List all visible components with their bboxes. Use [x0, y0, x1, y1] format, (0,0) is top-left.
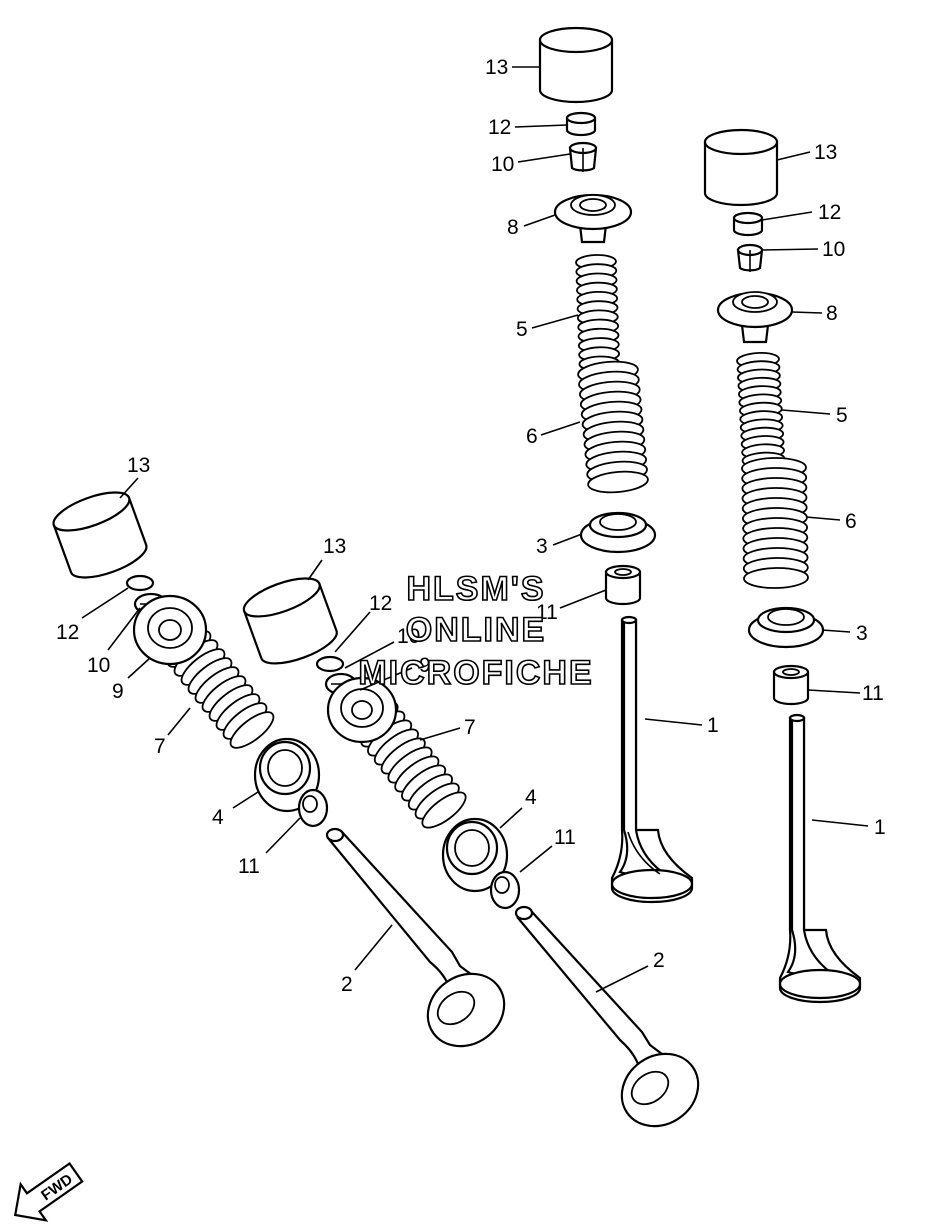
inner-spring-b — [736, 352, 786, 476]
valve-lifter-b — [703, 128, 779, 207]
stem-seal-d — [489, 870, 521, 910]
callout-c-9: 9 — [112, 680, 124, 703]
callout-b-6: 6 — [845, 510, 857, 533]
callout-b-10: 10 — [822, 238, 845, 261]
callout-d-11: 11 — [554, 826, 576, 849]
valve-pad-b — [732, 211, 764, 237]
callout-b-1: 1 — [874, 816, 886, 839]
spring-retainer-b — [716, 291, 794, 344]
valve-lifter-d — [242, 577, 338, 665]
callout-b-12: 12 — [818, 201, 841, 224]
callout-a-5: 5 — [516, 318, 528, 341]
outer-spring-a — [577, 360, 649, 494]
valve-assembly-a — [538, 26, 694, 904]
leader-lines — [81, 66, 869, 993]
callout-d-13: 13 — [323, 535, 346, 558]
spring-seat-a — [579, 511, 657, 554]
callout-a-13: 13 — [485, 56, 508, 79]
callout-a-11: 11 — [536, 601, 558, 624]
watermark-line-3: MICROFICHE — [358, 654, 593, 692]
spring-retainer-c — [132, 594, 208, 666]
callout-c-7: 7 — [154, 735, 166, 758]
spring-retainer-a — [553, 193, 633, 244]
callout-b-8: 8 — [826, 302, 838, 325]
spring-coil — [421, 791, 467, 829]
callout-c-13: 13 — [127, 454, 150, 477]
valve-assembly-c — [52, 491, 506, 1048]
callout-a-10: 10 — [491, 153, 514, 176]
stem-seal-b — [772, 664, 810, 706]
spring-coil — [743, 567, 809, 589]
callout-d-7: 7 — [464, 716, 476, 739]
callout-a-8: 8 — [507, 216, 519, 239]
spring-seat-b — [747, 606, 825, 649]
valve-cotter-a — [568, 141, 598, 172]
callout-d-12: 12 — [369, 592, 392, 615]
spring-coil — [587, 470, 649, 494]
callout-c-12: 12 — [56, 621, 79, 644]
callout-c-2: 2 — [341, 973, 353, 996]
spring-coil — [229, 711, 275, 749]
callout-d-9: 9 — [419, 654, 431, 677]
exhaust-valve-d — [514, 905, 700, 1128]
stem-seal-c — [297, 788, 329, 828]
callout-c-4: 4 — [212, 806, 224, 829]
valve-pad-c — [125, 574, 155, 592]
callout-a-6: 6 — [526, 425, 538, 448]
intake-valve-b — [778, 713, 862, 1004]
fwd-arrow-icon: FWD — [13, 1161, 84, 1222]
valve-lifter-c — [52, 491, 148, 579]
callout-a-3: 3 — [536, 535, 548, 558]
stem-seal-a — [604, 564, 642, 606]
callout-a-1: 1 — [707, 714, 719, 737]
callout-b-3: 3 — [856, 622, 868, 645]
watermark: HLSM'S ONLINE MICROFICHE — [358, 569, 593, 693]
spring-seat-c — [253, 737, 321, 813]
spring-retainer-d — [326, 676, 398, 744]
callout-d-4: 4 — [525, 786, 537, 809]
callout-c-11: 11 — [238, 855, 260, 878]
callout-c-10: 10 — [87, 654, 110, 677]
valve-assembly-b — [703, 128, 862, 1004]
callout-labels: 13 12 10 8 5 6 3 11 1 13 12 10 8 5 6 3 1… — [56, 56, 886, 996]
intake-valve-a — [610, 615, 694, 904]
callout-a-12: 12 — [488, 116, 511, 139]
outer-spring-b — [741, 457, 809, 589]
callout-b-13: 13 — [814, 141, 837, 164]
callout-b-11: 11 — [862, 682, 884, 705]
valve-cotter-b — [736, 243, 764, 272]
valve-pad-d — [315, 655, 345, 673]
callout-d-10: 10 — [397, 625, 420, 648]
valve-lifter-a — [538, 26, 614, 104]
exhaust-valve-c — [325, 827, 506, 1048]
watermark-line-1: HLSM'S — [406, 570, 545, 608]
callout-b-5: 5 — [836, 404, 848, 427]
watermark-line-2: ONLINE — [406, 611, 546, 649]
spring-seat-d — [441, 817, 509, 893]
valve-pad-a — [565, 111, 597, 137]
callout-d-2: 2 — [653, 949, 665, 972]
valve-assembly-d — [242, 577, 700, 1128]
